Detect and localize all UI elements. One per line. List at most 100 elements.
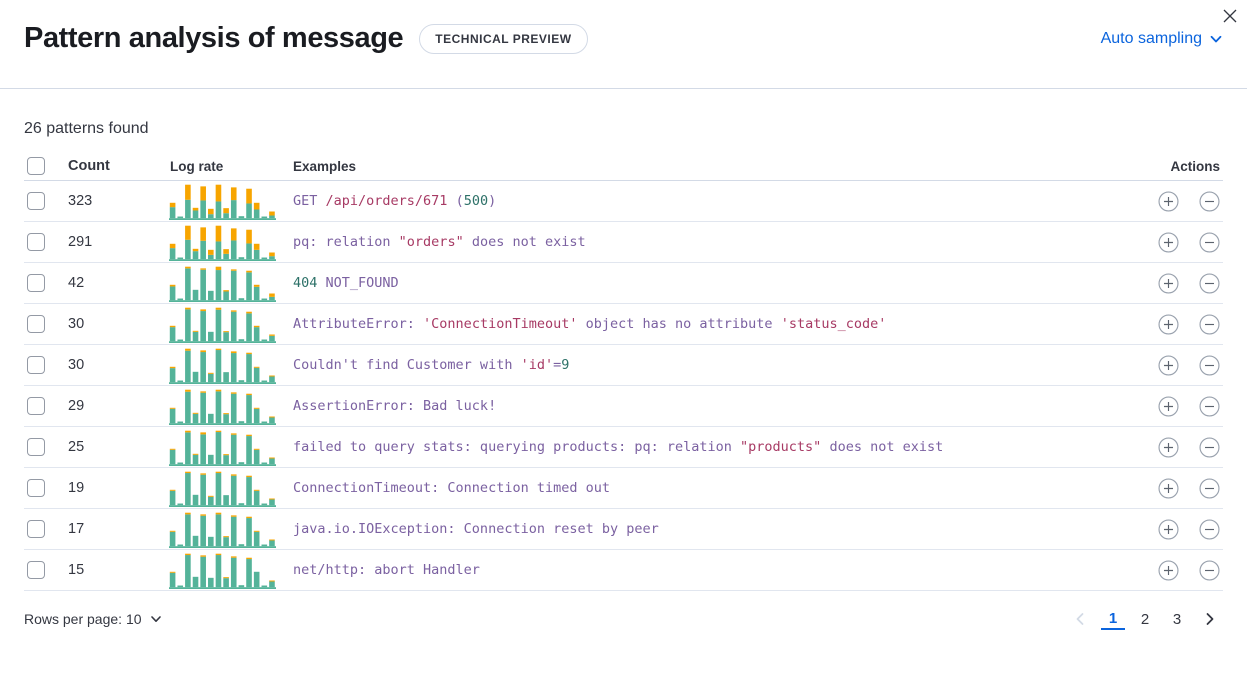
log-rate-chart: [166, 552, 290, 589]
header-cell-checkbox: [24, 157, 60, 175]
row-cell-checkbox: [24, 397, 60, 415]
example-segment: 404: [293, 275, 318, 291]
row-example: AssertionError: Bad luck!: [290, 398, 1127, 414]
filter-out-pattern-icon[interactable]: [1199, 272, 1220, 294]
filter-in-pattern-icon[interactable]: [1158, 354, 1179, 376]
filter-out-pattern-icon[interactable]: [1199, 231, 1220, 253]
rows-per-page-label: Rows per page: 10: [24, 611, 142, 627]
row-example: ConnectionTimeout: Connection timed out: [290, 480, 1127, 496]
rows-per-page-dropdown[interactable]: Rows per page: 10: [24, 611, 162, 627]
filter-in-pattern-icon[interactable]: [1158, 395, 1179, 417]
chevron-down-icon: [1210, 35, 1222, 42]
filter-out-pattern-icon[interactable]: [1199, 518, 1220, 540]
row-example: AttributeError: 'ConnectionTimeout' obje…: [290, 316, 1127, 332]
page-button-2[interactable]: 2: [1133, 608, 1157, 630]
row-example: Couldn't find Customer with 'id'=9: [290, 357, 1127, 373]
row-count: 25: [68, 439, 85, 455]
row-actions: [1127, 559, 1223, 581]
filter-in-pattern-icon[interactable]: [1158, 190, 1179, 212]
row-cell-checkbox: [24, 356, 60, 374]
example-segment: "orders": [398, 234, 464, 250]
filter-out-pattern-icon[interactable]: [1199, 477, 1220, 499]
row-select-checkbox[interactable]: [27, 274, 45, 292]
filter-in-pattern-icon[interactable]: [1158, 518, 1179, 540]
filter-out-pattern-icon[interactable]: [1199, 354, 1220, 376]
row-count: 291: [68, 234, 93, 250]
row-select-checkbox[interactable]: [27, 520, 45, 538]
previous-page-icon[interactable]: [1067, 609, 1093, 629]
example-segment: 'id': [520, 357, 554, 373]
row-cell-checkbox: [24, 315, 60, 333]
column-header-log-rate: Log rate: [170, 158, 224, 174]
filter-in-pattern-icon[interactable]: [1158, 231, 1179, 253]
filter-in-pattern-icon[interactable]: [1158, 477, 1179, 499]
filter-out-pattern-icon[interactable]: [1199, 395, 1220, 417]
close-icon[interactable]: [1217, 4, 1243, 30]
select-all-checkbox[interactable]: [27, 157, 45, 175]
row-select-checkbox[interactable]: [27, 233, 45, 251]
page-button-3[interactable]: 3: [1165, 608, 1189, 630]
page-button-1[interactable]: 1: [1101, 608, 1125, 630]
filter-out-pattern-icon[interactable]: [1199, 313, 1220, 335]
row-actions: [1127, 518, 1223, 540]
example-segment: AssertionError: Bad luck!: [293, 398, 497, 414]
example-segment: GET: [293, 193, 326, 209]
row-select-checkbox[interactable]: [27, 561, 45, 579]
row-cell-checkbox: [24, 520, 60, 538]
example-segment: =: [553, 357, 562, 373]
filter-out-pattern-icon[interactable]: [1199, 436, 1220, 458]
row-select-checkbox[interactable]: [27, 356, 45, 374]
row-cell-checkbox: [24, 192, 60, 210]
example-segment: net/http: abort Handler: [293, 562, 480, 578]
row-cell-checkbox: [24, 274, 60, 292]
row-actions: [1127, 272, 1223, 294]
log-rate-chart: [166, 306, 290, 343]
row-select-checkbox[interactable]: [27, 438, 45, 456]
row-cell-checkbox: [24, 561, 60, 579]
row-example: 404 NOT_FOUND: [290, 275, 1127, 291]
row-select-checkbox[interactable]: [27, 479, 45, 497]
header-divider: [0, 88, 1247, 89]
log-rate-chart: [166, 470, 290, 507]
row-count: 17: [68, 521, 85, 537]
table-row: 42 404 NOT_FOUND: [24, 263, 1223, 304]
example-segment: ): [488, 193, 497, 209]
example-segment: 500: [463, 193, 489, 209]
filter-in-pattern-icon[interactable]: [1158, 313, 1179, 335]
filter-in-pattern-icon[interactable]: [1158, 436, 1179, 458]
next-page-icon[interactable]: [1197, 609, 1223, 629]
row-actions: [1127, 354, 1223, 376]
table-row: 323 GET /api/orders/671 (500): [24, 181, 1223, 222]
row-select-checkbox[interactable]: [27, 192, 45, 210]
log-rate-chart: [166, 511, 290, 548]
filter-out-pattern-icon[interactable]: [1199, 190, 1220, 212]
row-count: 30: [68, 316, 85, 332]
example-segment: "products": [740, 439, 822, 455]
row-count: 323: [68, 193, 93, 209]
row-select-checkbox[interactable]: [27, 397, 45, 415]
row-cell-checkbox: [24, 233, 60, 251]
filter-out-pattern-icon[interactable]: [1199, 559, 1220, 581]
chevron-down-icon: [150, 616, 161, 622]
example-segment: (: [447, 193, 464, 209]
log-rate-chart: [166, 347, 290, 384]
example-segment: 'ConnectionTimeout': [423, 316, 578, 332]
example-segment: java.io.IOException: Connection reset by…: [293, 521, 659, 537]
row-actions: [1127, 313, 1223, 335]
row-actions: [1127, 436, 1223, 458]
row-actions: [1127, 395, 1223, 417]
example-segment: AttributeError:: [293, 316, 424, 332]
filter-in-pattern-icon[interactable]: [1158, 559, 1179, 581]
log-rate-chart: [166, 429, 290, 466]
technical-preview-badge: TECHNICAL PREVIEW: [419, 23, 588, 54]
sampling-dropdown[interactable]: Auto sampling: [1101, 30, 1223, 48]
filter-in-pattern-icon[interactable]: [1158, 272, 1179, 294]
table-body: 323 GET /api/orders/671 (500) 291 pq: re…: [24, 181, 1223, 591]
row-select-checkbox[interactable]: [27, 315, 45, 333]
row-actions: [1127, 190, 1223, 212]
table-row: 30 AttributeError: 'ConnectionTimeout' o…: [24, 304, 1223, 345]
